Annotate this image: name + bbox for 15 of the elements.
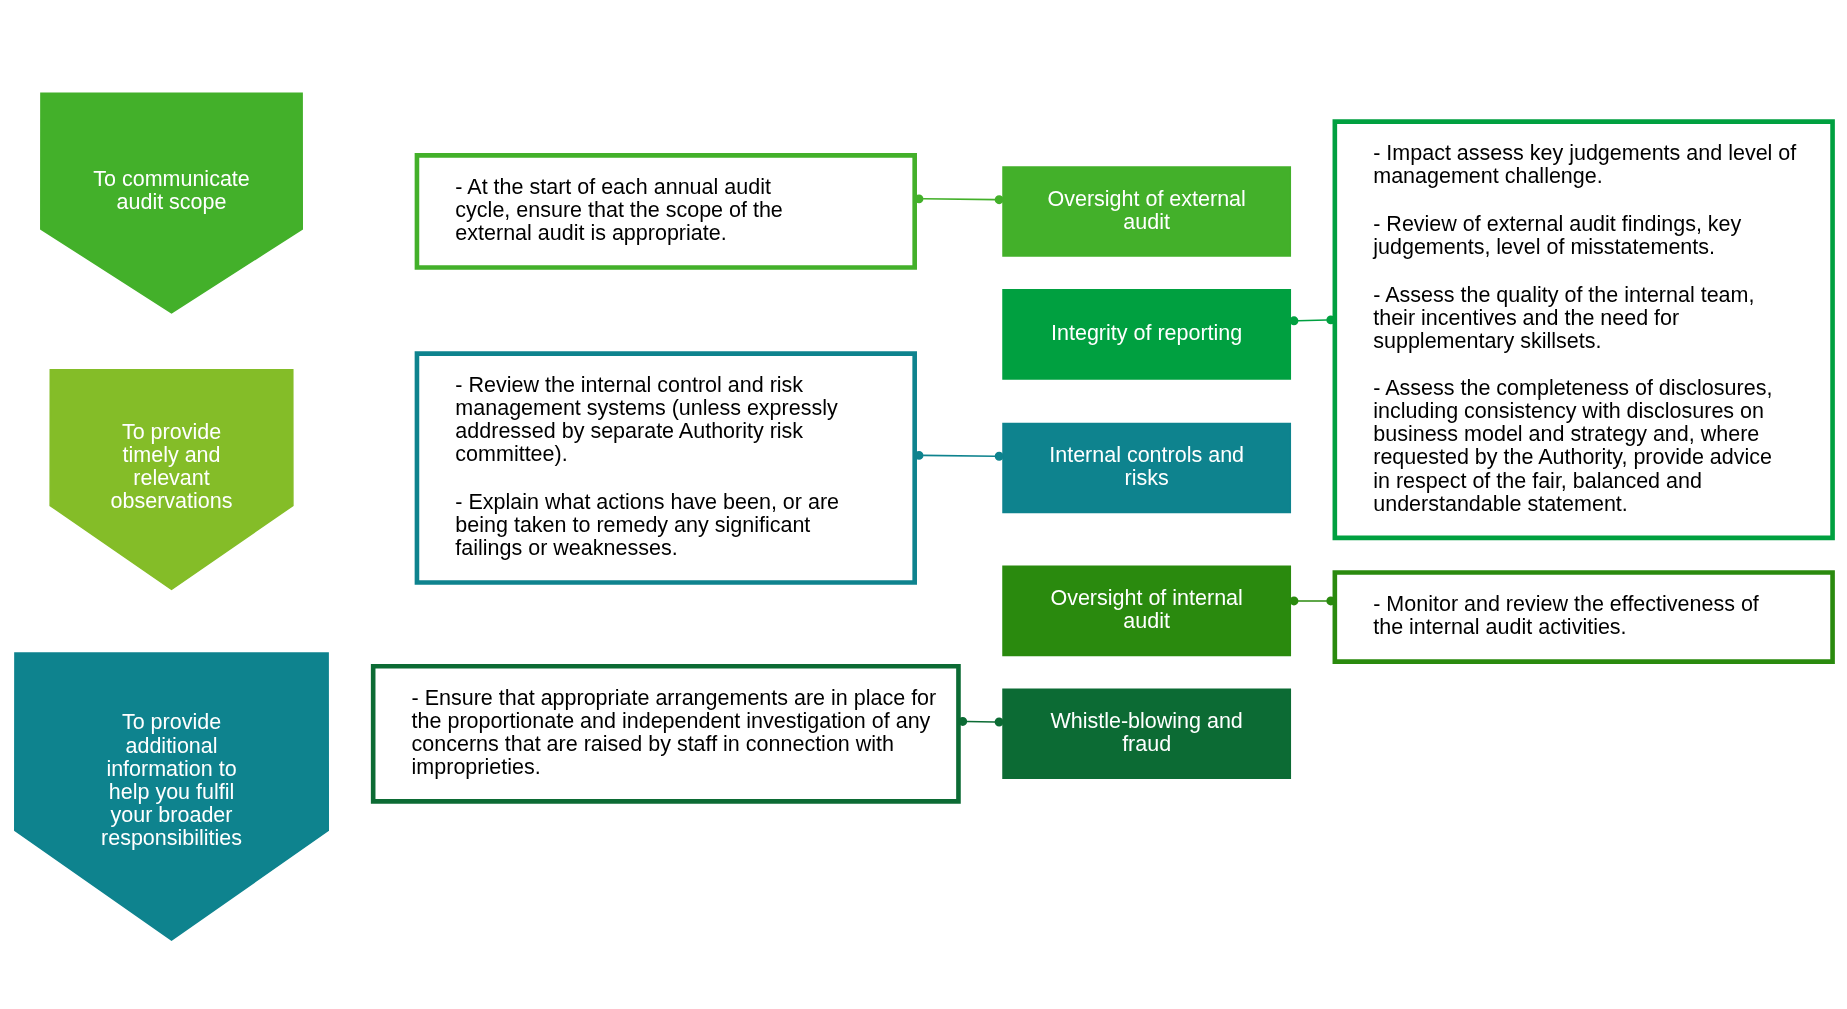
node-box: - Monitor and review the effectiveness of the internal audit activities. — [1332, 569, 1835, 664]
node-box: Whistle-blowing and fraud — [1002, 687, 1292, 779]
connector — [958, 716, 1004, 726]
node-box: - Review the internal control and risk management systems (unless expressly addressed by separate Authority risk committee). - Explain what actions have been, or are being taken to remedy any significant failings or weaknesses. — [414, 350, 917, 585]
node-box: Integrity of reporting — [1002, 288, 1292, 380]
node-box: - Impact assess key judgements and level of management challenge. - Review of external audit findings, key judgements, level of misstatements. - Assess the quality of the internal team, their incentives and the need for supplementary skillsets. - Assess the completeness of disclosures, including consistency with disclosures on business model and strategy and, where requested by the Authority, provide advice in respect of the fair, balanced and understandable statement. — [1332, 118, 1835, 540]
node-box: - At the start of each annual audit cycle, ensure that the scope of the external audit is appropriate. — [414, 152, 917, 270]
connector — [1289, 595, 1336, 605]
connector — [914, 450, 1004, 461]
node-box: Internal controls and risks — [1002, 422, 1292, 513]
node-box: Oversight of external audit — [1002, 165, 1292, 257]
connector — [1289, 314, 1336, 325]
node-box: - Ensure that appropriate arrangements are in place for the proportionate and independent investigation of any concerns that are raised by staff in connection with improprieties. — [370, 663, 961, 804]
node-box: Oversight of internal audit — [1002, 565, 1292, 656]
connector — [914, 193, 1004, 204]
